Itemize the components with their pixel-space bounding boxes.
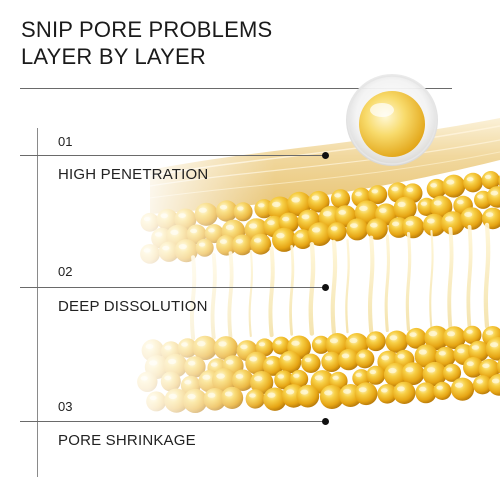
step-2-marker [322, 284, 329, 291]
step-1-marker [322, 152, 329, 159]
step-guide-line [37, 128, 38, 477]
step-3-divider [20, 421, 326, 422]
step-2-number: 02 [58, 264, 73, 279]
page-title: SNIP PORE PROBLEMS LAYER BY LAYER [21, 16, 272, 70]
step-3-marker [322, 418, 329, 425]
title-line-1: SNIP PORE PROBLEMS [21, 17, 273, 42]
step-1-label: HIGH PENETRATION [58, 166, 209, 183]
step-1-number: 01 [58, 134, 73, 149]
step-1-divider [20, 155, 326, 156]
step-2-label: DEEP DISSOLUTION [58, 298, 208, 315]
title-line-2: LAYER BY LAYER [21, 44, 206, 69]
step-3-number: 03 [58, 399, 73, 414]
title-divider [20, 88, 452, 89]
step-3-label: PORE SHRINKAGE [58, 432, 196, 449]
step-2-divider [20, 287, 326, 288]
